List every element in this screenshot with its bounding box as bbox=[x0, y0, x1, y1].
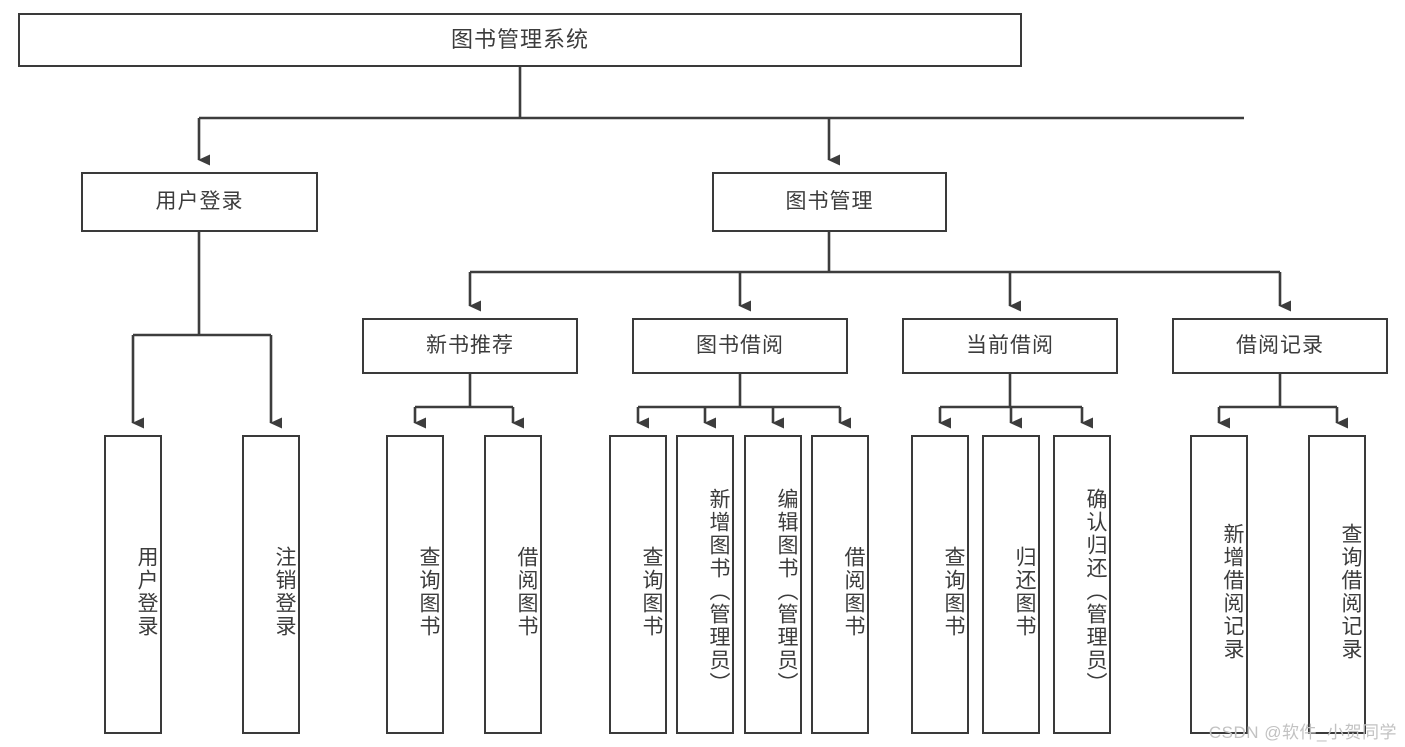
node-leaf-query-book-newbook[interactable]: 查询图书 bbox=[386, 435, 444, 734]
node-label: 用户登录 bbox=[135, 545, 158, 638]
node-label: 查询图书 bbox=[640, 545, 663, 638]
node-label: 借阅图书 bbox=[842, 545, 865, 638]
node-new-book-recommendation[interactable]: 新书推荐 bbox=[362, 318, 578, 374]
node-label: 用户登录 bbox=[155, 190, 244, 214]
node-leaf-borrow-book-newbook[interactable]: 借阅图书 bbox=[484, 435, 542, 734]
node-label: 借阅记录 bbox=[1236, 334, 1324, 358]
node-label: 新增图书（管理员） bbox=[707, 488, 730, 695]
node-label: 新书推荐 bbox=[426, 334, 514, 358]
node-leaf-borrow-book[interactable]: 借阅图书 bbox=[811, 435, 869, 734]
node-book-borrowing[interactable]: 图书借阅 bbox=[632, 318, 848, 374]
node-leaf-logout[interactable]: 注销登录 bbox=[242, 435, 300, 734]
watermark: CSDN @软件_小贺同学 bbox=[1208, 723, 1397, 742]
node-label: 查询图书 bbox=[942, 545, 965, 638]
node-label: 归还图书 bbox=[1013, 545, 1036, 638]
node-leaf-user-login[interactable]: 用户登录 bbox=[104, 435, 162, 734]
node-root-label: 图书管理系统 bbox=[450, 26, 589, 52]
node-current-borrowing[interactable]: 当前借阅 bbox=[902, 318, 1118, 374]
node-label: 注销登录 bbox=[273, 545, 296, 638]
node-leaf-query-borrow-record[interactable]: 查询借阅记录 bbox=[1308, 435, 1366, 734]
node-leaf-add-borrow-record[interactable]: 新增借阅记录 bbox=[1190, 435, 1248, 734]
node-root-book-management-system[interactable]: 图书管理系统 bbox=[18, 13, 1022, 67]
node-label: 编辑图书（管理员） bbox=[775, 488, 798, 695]
node-label: 查询借阅记录 bbox=[1339, 522, 1362, 661]
node-label: 借阅图书 bbox=[515, 545, 538, 638]
node-label: 确认归还（管理员） bbox=[1084, 488, 1107, 695]
node-leaf-add-book-admin[interactable]: 新增图书（管理员） bbox=[676, 435, 734, 734]
node-label: 查询图书 bbox=[417, 545, 440, 638]
node-user-login[interactable]: 用户登录 bbox=[81, 172, 318, 232]
node-label: 图书管理 bbox=[785, 190, 874, 214]
node-label: 当前借阅 bbox=[966, 334, 1054, 358]
node-label: 图书借阅 bbox=[696, 334, 784, 358]
node-leaf-query-book-borrowing[interactable]: 查询图书 bbox=[609, 435, 667, 734]
node-label: 新增借阅记录 bbox=[1221, 522, 1244, 661]
node-leaf-query-book-current[interactable]: 查询图书 bbox=[911, 435, 969, 734]
node-leaf-return-book[interactable]: 归还图书 bbox=[982, 435, 1040, 734]
node-borrowing-record[interactable]: 借阅记录 bbox=[1172, 318, 1388, 374]
node-leaf-edit-book-admin[interactable]: 编辑图书（管理员） bbox=[744, 435, 802, 734]
node-book-management[interactable]: 图书管理 bbox=[712, 172, 947, 232]
node-leaf-confirm-return-admin[interactable]: 确认归还（管理员） bbox=[1053, 435, 1111, 734]
